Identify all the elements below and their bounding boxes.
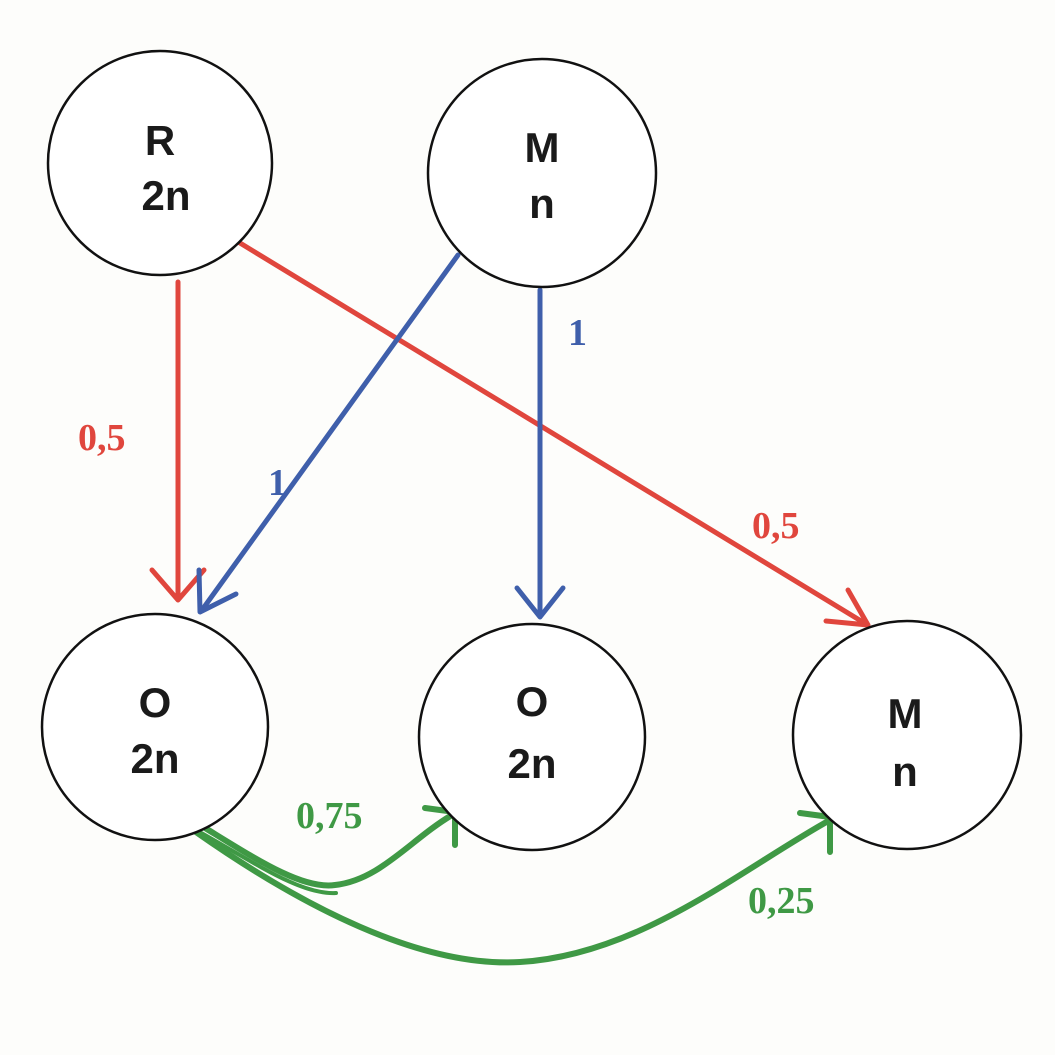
node-label-m-top-count: n (529, 180, 555, 227)
node-o-mid: O 2n (417, 622, 647, 852)
edge-label-oleft-to-mbottom: 0,25 (748, 880, 815, 922)
node-label-m-top-letter: M (525, 124, 560, 171)
edge-r-to-mbottom (237, 240, 871, 628)
node-r: R 2n (46, 49, 274, 277)
edge-label-r-to-mbottom: 0,5 (752, 505, 800, 547)
node-label-o-left-letter: O (139, 679, 172, 726)
node-label-o-mid-letter: O (516, 678, 549, 725)
edge-r-to-oleft (149, 279, 207, 603)
node-label-o-mid-count: 2n (507, 740, 556, 787)
edge-label-oleft-to-omid: 0,75 (296, 795, 363, 837)
node-label-r-letter: R (145, 117, 175, 164)
node-label-o-left-count: 2n (130, 735, 179, 782)
node-label-m-bottom-letter: M (888, 690, 923, 737)
edge-label-r-to-oleft: 0,5 (78, 417, 126, 459)
node-o-left: O 2n (40, 612, 270, 842)
edge-label-mtop-to-omid: 1 (568, 312, 587, 354)
edge-mtop-to-oleft (196, 252, 461, 615)
edge-label-mtop-to-oleft: 1 (268, 462, 287, 504)
edge-mtop-to-omid (514, 287, 566, 620)
node-m-top: M n (426, 57, 658, 289)
node-m-bottom: M n (791, 619, 1023, 851)
node-label-r-count: 2n (141, 172, 190, 219)
node-label-m-bottom-count: n (892, 748, 918, 795)
